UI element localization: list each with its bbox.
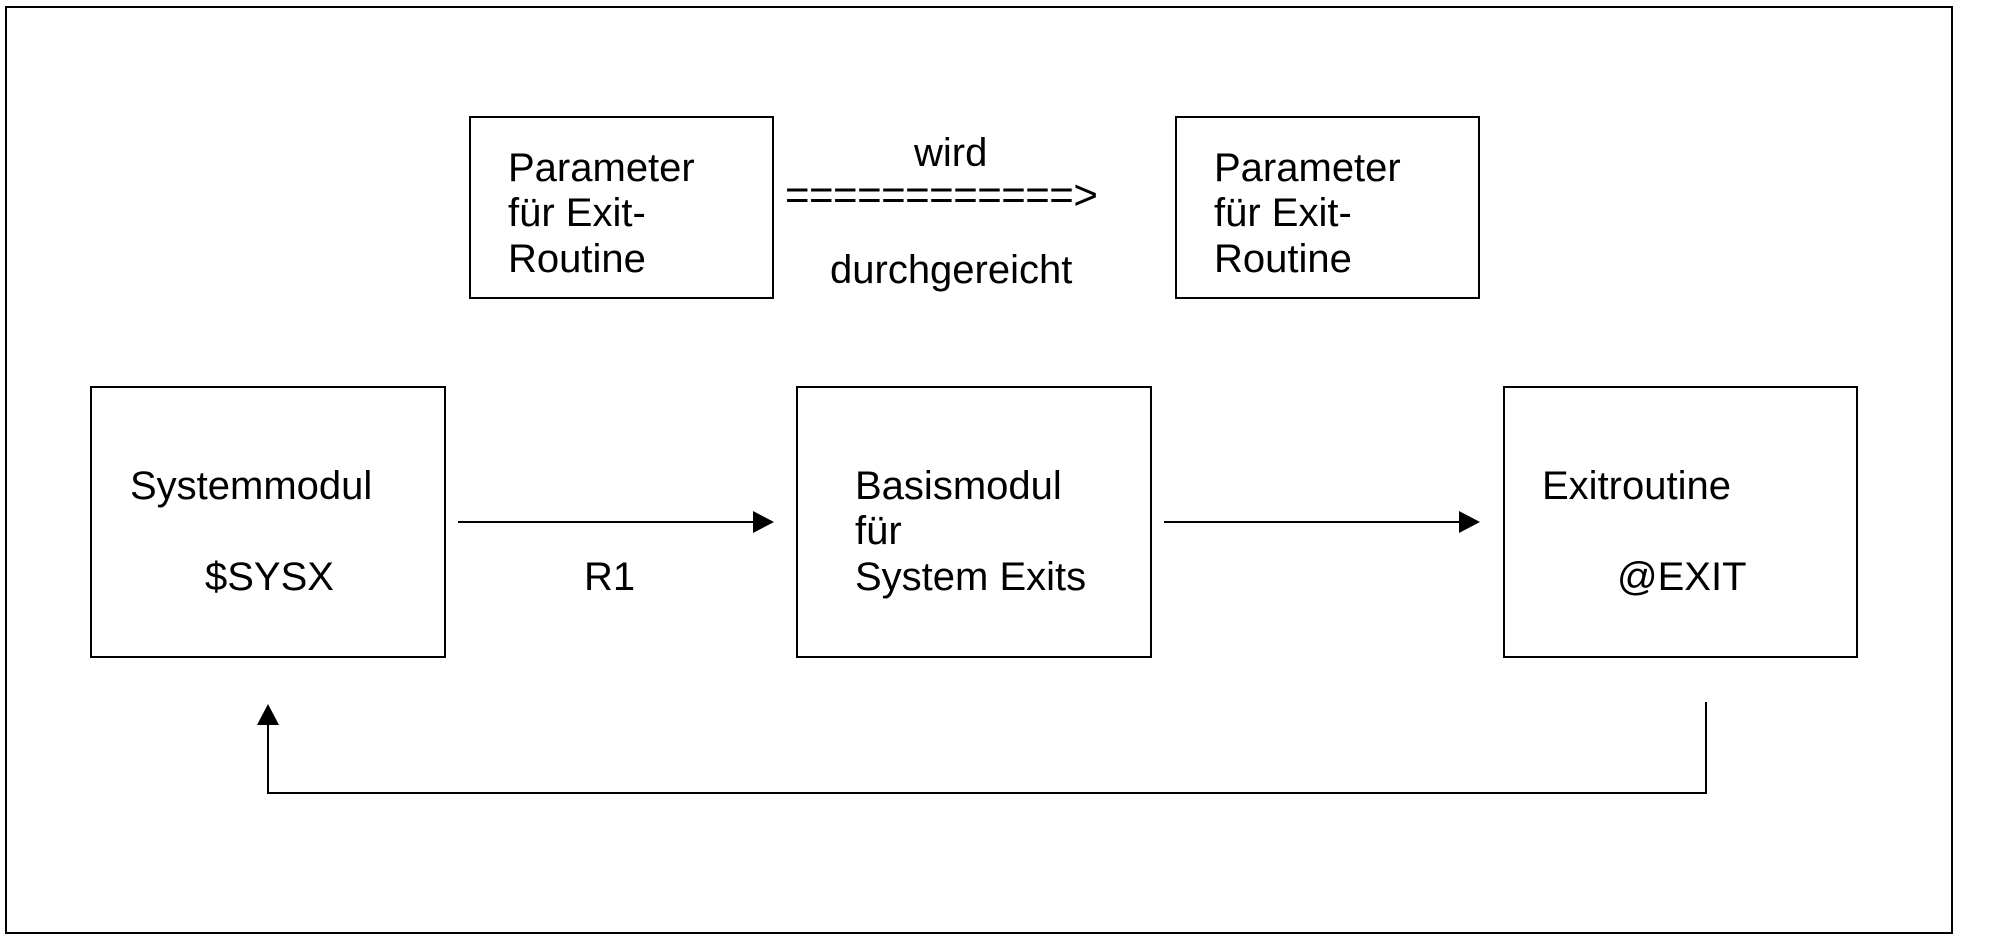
param-box-right-line-3: Routine [1214, 237, 1352, 281]
pass-through-top-label: wird [914, 131, 988, 175]
param-box-left-line-1: Parameter [508, 146, 695, 190]
exit-routine-box [1503, 386, 1858, 658]
exit-routine-title: Exitroutine [1542, 464, 1731, 508]
arrow-exit-return-to-system [257, 702, 1707, 794]
arrow-base-to-exit [1164, 511, 1480, 533]
base-module-line-1: Basismodul [855, 464, 1062, 508]
pass-through-bottom-label: durchgereicht [830, 248, 1073, 292]
diagram-frame [5, 6, 1953, 934]
param-box-left-line-3: Routine [508, 237, 646, 281]
base-module-box [796, 386, 1152, 658]
system-module-box [90, 386, 446, 658]
register-label: R1 [584, 555, 636, 599]
param-box-left [469, 116, 774, 299]
base-module-line-2: für [855, 509, 902, 553]
arrow-system-to-base [458, 511, 774, 533]
exit-routine-name: @EXIT [1617, 555, 1747, 599]
system-module-title: Systemmodul [130, 464, 373, 508]
param-box-right [1175, 116, 1480, 299]
param-box-left-line-2: für Exit- [508, 191, 646, 235]
pass-through-arrow: ============> [785, 171, 1098, 218]
param-box-right-line-2: für Exit- [1214, 191, 1352, 235]
base-module-line-3: System Exits [855, 555, 1087, 599]
system-module-name: $SYSX [205, 555, 334, 599]
param-box-right-line-1: Parameter [1214, 146, 1401, 190]
